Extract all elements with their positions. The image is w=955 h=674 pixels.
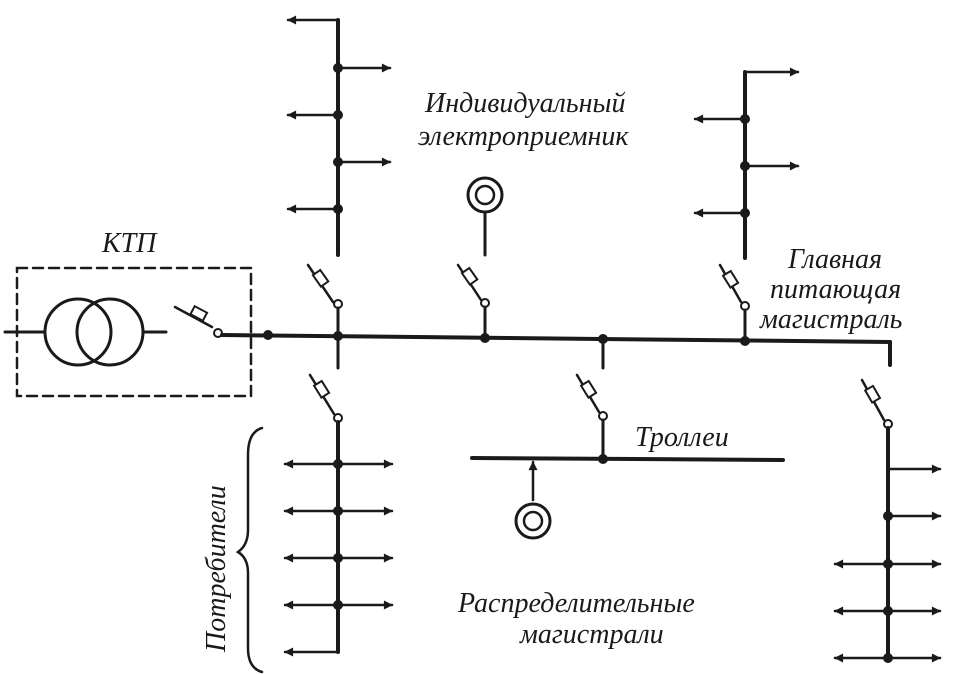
- main-trunk-line: [220, 333, 892, 344]
- trolley-line: [470, 456, 785, 462]
- receiver-inner-ring: [474, 184, 496, 206]
- ktp-substation: [3, 266, 253, 398]
- bottom-right-branch-switch: [860, 378, 893, 429]
- trolleys-label: Троллеи: [635, 422, 729, 453]
- distribution-label-1: Распределительные: [457, 588, 695, 619]
- main-trunk-label-2: питающая: [770, 274, 901, 305]
- top-right-branch-switch: [718, 263, 750, 342]
- top-left-branch: [286, 15, 392, 257]
- consumers-label: Потребители: [201, 485, 232, 653]
- trolley-receiver-outer: [514, 502, 552, 540]
- consumers-brace: [235, 426, 264, 674]
- trolley-branch: [470, 336, 785, 540]
- individual-receiver: [456, 176, 504, 340]
- individual-receiver-label-2: электроприемник: [418, 121, 629, 152]
- individual-receiver-label-1: Индивидуальный: [424, 88, 625, 119]
- ktp-label: КТП: [101, 228, 158, 259]
- transformer-coil-1: [43, 297, 113, 367]
- bottom-right-branch: [833, 426, 942, 663]
- junction-dots: [263, 63, 893, 663]
- ktp-switch: [173, 304, 223, 338]
- trolley-receiver-inner: [522, 510, 544, 532]
- receiver-outer-ring: [466, 176, 504, 214]
- bottom-left-branch-switch: [308, 334, 343, 423]
- top-left-branch-switch: [306, 263, 343, 338]
- bottom-left-branch: [283, 420, 394, 657]
- distribution-label-2: магистрали: [519, 619, 664, 650]
- main-trunk-label-1: Главная: [787, 244, 882, 275]
- main-trunk-label-3: магистраль: [759, 304, 902, 335]
